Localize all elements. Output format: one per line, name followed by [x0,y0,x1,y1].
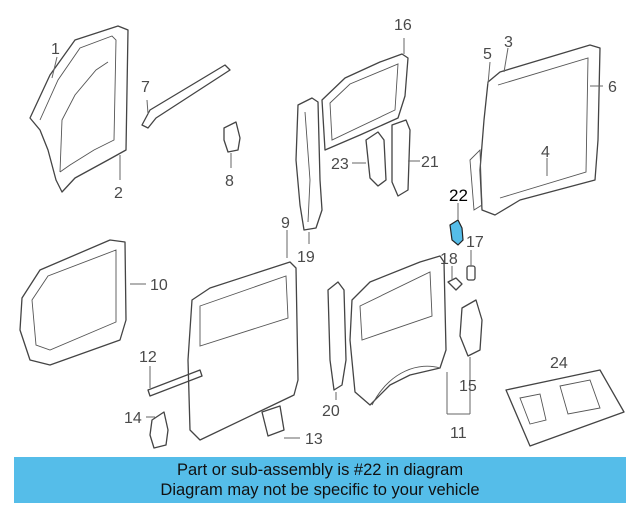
part-3-rear-frame [469,44,601,216]
part-9-sliding-door [187,261,299,441]
part-21-bracket [391,119,411,197]
part-7-weatherstrip [141,64,231,129]
part-24-inset [505,369,625,447]
callout-19: 19 [297,249,315,266]
callout-17: 17 [466,234,484,251]
callout-23: 23 [331,156,349,173]
caption-line-2: Diagram may not be specific to your vehi… [160,481,480,499]
callout-3: 3 [504,34,513,51]
part-11-quarter-panel [349,255,447,406]
callout-24: 24 [550,355,568,372]
part-1-front-pillar [29,25,129,193]
part-19-b-pillar [295,97,323,231]
part-22-highlighted [449,219,464,246]
callout-16: 16 [394,17,412,34]
part-8-bracket [223,121,241,153]
callout-10: 10 [150,277,168,294]
caption-line-1: Part or sub-assembly is #22 in diagram [176,461,464,479]
callout-15: 15 [459,378,477,395]
callout-2: 2 [114,185,123,202]
part-10-door-inner [19,239,127,366]
callout-4: 4 [541,144,550,161]
callout-11: 11 [450,425,467,442]
callout-13: 13 [305,431,323,448]
parts-diagram: 1 2 7 8 16 19 23 21 3 5 6 [19,17,625,449]
callout-22: 22 [449,186,468,205]
callout-6: 6 [608,79,617,96]
part-23-bracket [365,131,387,187]
callout-9: 9 [281,215,290,232]
part-15-bracket [459,299,483,357]
callout-7: 7 [141,79,150,96]
callout-12: 12 [139,349,157,366]
callout-20: 20 [322,403,340,420]
part-18-bolt [447,277,463,291]
part-13-panel [261,405,285,437]
callout-8: 8 [225,173,234,190]
callout-21: 21 [421,154,439,171]
part-17-clip [466,265,476,281]
callout-1: 1 [51,41,60,58]
callout-14: 14 [124,410,142,427]
part-20-reinforcement [327,281,347,391]
part-16-window-panel [321,53,409,151]
callout-5: 5 [483,46,492,63]
part-12-rail [147,369,203,397]
part-14-bracket [149,411,169,449]
caption-banner: Part or sub-assembly is #22 in diagram D… [14,457,626,503]
